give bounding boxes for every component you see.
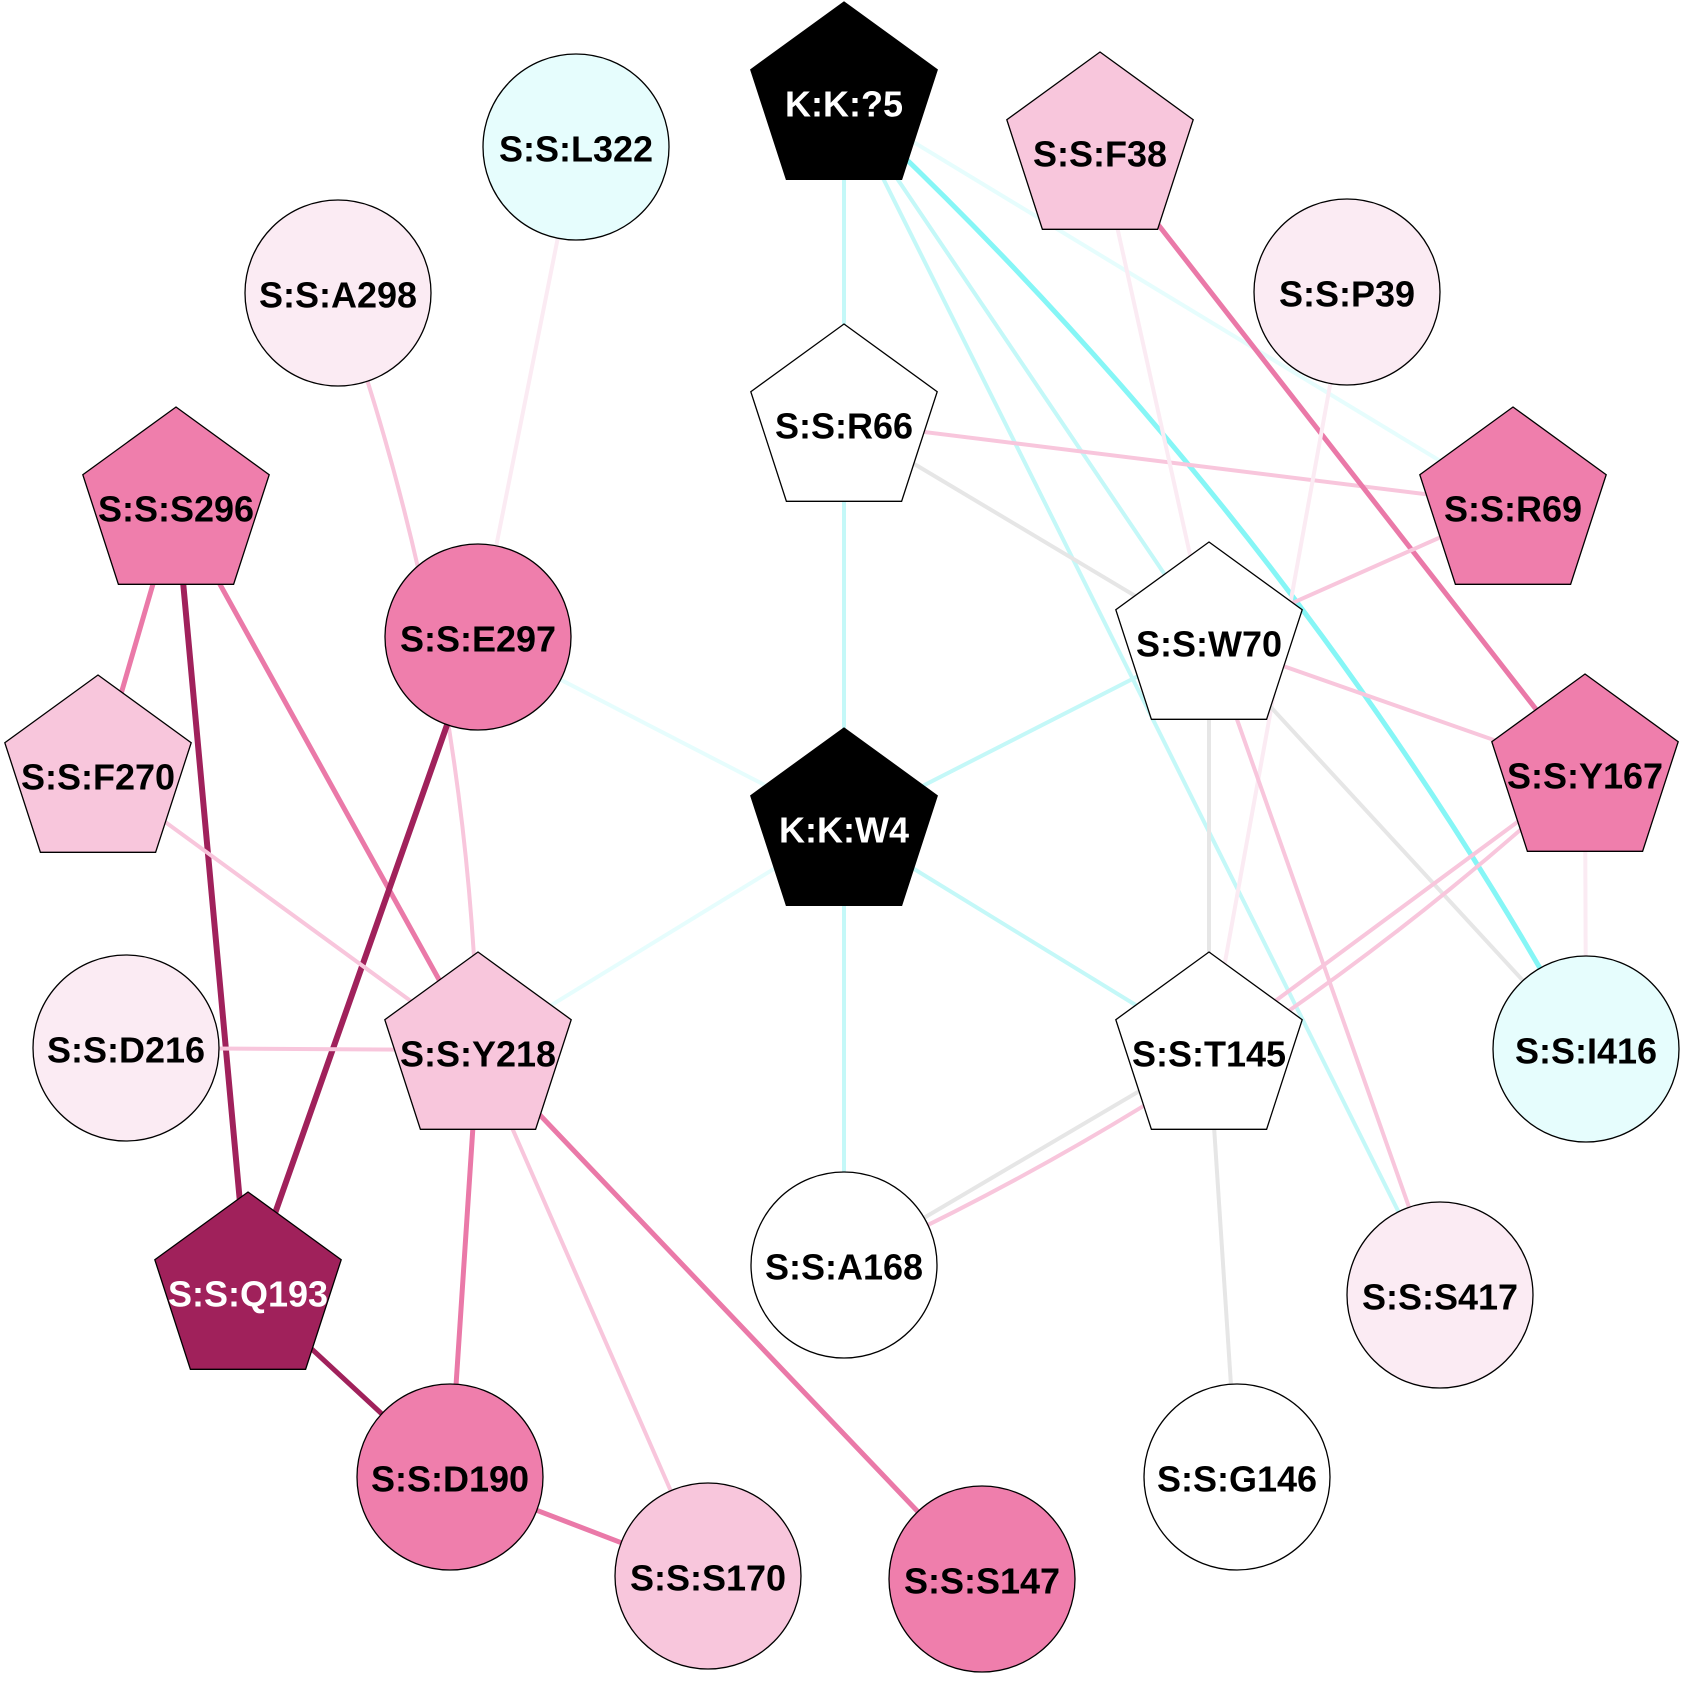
node-s-s-s147: S:S:S147 [888,1485,1076,1673]
node-label: S:S:E297 [400,619,556,660]
node-shape-pentagon [384,951,572,1130]
node-shape-pentagon [1115,541,1303,720]
node-shape-circle [1143,1383,1331,1571]
node-shape-circle [482,53,670,241]
node-s-s-f38: S:S:F38 [1006,51,1194,230]
node-s-s-s170: S:S:S170 [614,1482,802,1670]
edge-s-s-r66-to-s-s-r69 [842,420,1515,507]
node-label: S:S:Y167 [1507,756,1663,797]
node-s-s-q193: S:S:Q193 [154,1191,342,1370]
node-label: S:S:L322 [499,129,653,170]
node-label: S:S:Y218 [400,1034,556,1075]
node-shape-pentagon [750,323,938,502]
node-s-s-e297: S:S:E297 [384,543,572,731]
node-k-k-w4: K:K:W4 [750,727,938,906]
node-shape-pentagon [1491,673,1679,852]
node-shape-pentagon [4,674,192,853]
node-shape-circle [1253,198,1441,386]
node-label: S:S:Q193 [168,1274,328,1315]
node-label: S:S:D216 [47,1030,205,1071]
node-s-s-g146: S:S:G146 [1143,1383,1331,1571]
node-shape-pentagon [750,1,938,180]
node-label: S:S:S170 [630,1558,786,1599]
edge-k-k-5-to-s-s-w70 [842,98,1211,642]
node-s-s-s296: S:S:S296 [82,406,270,585]
node-shape-pentagon [1419,406,1607,585]
node-s-s-d190: S:S:D190 [356,1383,544,1571]
node-s-s-y167: S:S:Y167 [1491,673,1679,852]
node-s-s-i416: S:S:I416 [1492,955,1680,1143]
node-shape-circle [1492,955,1680,1143]
node-s-s-w70: S:S:W70 [1115,541,1303,720]
node-label: S:S:I416 [1515,1031,1657,1072]
node-label: K:K:W4 [779,810,909,851]
node-label: S:S:F38 [1033,134,1167,175]
node-shape-circle [356,1383,544,1571]
node-s-s-f270: S:S:F270 [4,674,192,853]
edge-s-s-y218-to-s-s-s170 [476,1048,710,1578]
node-label: S:S:G146 [1157,1459,1317,1500]
node-s-s-s417: S:S:S417 [1346,1201,1534,1389]
node-label: S:S:S147 [904,1561,1060,1602]
node-shape-pentagon [750,727,938,906]
node-shape-circle [888,1485,1076,1673]
node-shape-pentagon [1115,951,1303,1130]
edge-s-s-w70-to-s-s-s417 [1207,638,1442,1297]
node-label: S:S:P39 [1279,274,1415,315]
node-label: S:S:R66 [775,406,913,447]
edge-k-k-5-to-s-s-i416 [841,97,1589,1052]
nodes-layer: K:K:?5S:S:F38S:S:P39S:S:R69S:S:Y167S:S:I… [4,1,1680,1673]
node-s-s-y218: S:S:Y218 [384,951,572,1130]
node-label: S:S:R69 [1444,489,1582,530]
edge-s-s-y218-to-s-s-s147 [475,1047,985,1582]
node-label: S:S:A298 [259,275,417,316]
node-shape-circle [384,543,572,731]
node-shape-circle [614,1482,802,1670]
node-shape-circle [1346,1201,1534,1389]
node-label: S:S:D190 [371,1459,529,1500]
node-shape-pentagon [82,406,270,585]
node-shape-circle [750,1171,938,1359]
node-s-s-l322: S:S:L322 [482,53,670,241]
node-s-s-d216: S:S:D216 [32,954,220,1142]
node-s-s-r69: S:S:R69 [1419,406,1607,585]
node-s-s-a298: S:S:A298 [244,199,432,387]
node-label: S:S:S417 [1362,1277,1518,1318]
node-shape-pentagon [1006,51,1194,230]
node-s-s-t145: S:S:T145 [1115,951,1303,1130]
edge-s-s-s296-to-s-s-q193 [173,502,251,1293]
node-label: K:K:?5 [785,84,903,125]
node-shape-circle [244,199,432,387]
node-shape-pentagon [154,1191,342,1370]
edge-s-s-e297-to-s-s-q193 [245,634,481,1293]
edge-s-s-f38-to-s-s-y167 [1097,147,1588,775]
node-k-k-5: K:K:?5 [750,1,938,180]
edge-s-s-s296-to-s-s-y218 [173,502,481,1053]
edge-k-k-5-to-s-s-r69 [842,98,1515,507]
node-s-s-r66: S:S:R66 [750,323,938,502]
node-label: S:S:W70 [1136,624,1282,665]
node-s-s-a168: S:S:A168 [750,1171,938,1359]
node-label: S:S:T145 [1132,1034,1286,1075]
node-label: S:S:S296 [98,489,254,530]
edge-k-k-5-to-s-s-s417 [842,98,1442,1297]
node-shape-circle [32,954,220,1142]
node-label: S:S:F270 [21,757,175,798]
node-s-s-p39: S:S:P39 [1253,198,1441,386]
node-label: S:S:A168 [765,1247,923,1288]
